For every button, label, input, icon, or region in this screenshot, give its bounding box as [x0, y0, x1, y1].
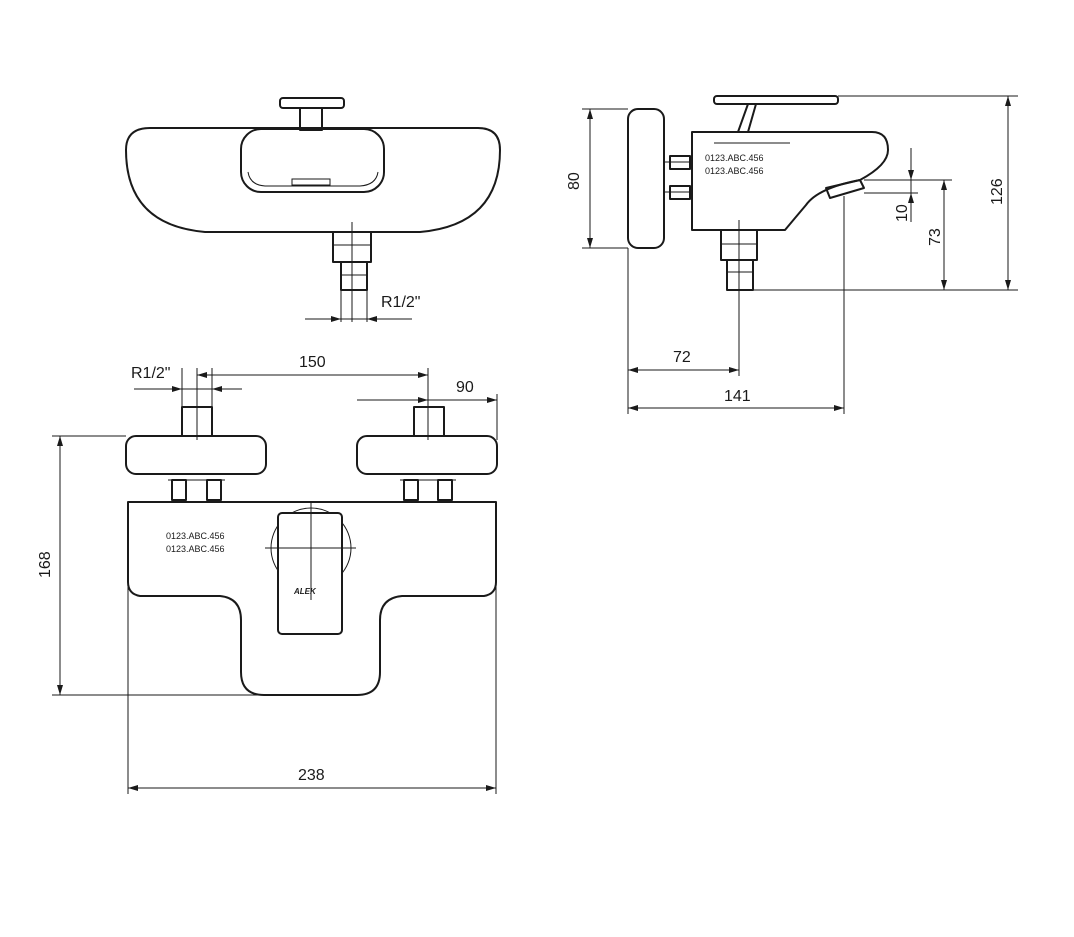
- front-view-lever: [277, 512, 343, 635]
- top-view-recess-inner: [247, 171, 379, 187]
- front-view-brand-mark: ALEK: [293, 587, 317, 596]
- side-view-dim-height: 80: [566, 172, 583, 190]
- side-view: 0123.ABC.456 0123.ABC.456 80 126 73 10: [566, 95, 1018, 414]
- top-view-connector-pipe: [340, 261, 368, 291]
- side-view-code-2: 0123.ABC.456: [705, 166, 764, 176]
- front-view-dim-centers: 150: [299, 354, 326, 371]
- front-view-escutcheon-left: [125, 435, 267, 475]
- side-view-dim-depth: 141: [724, 388, 751, 405]
- top-view-body: [125, 127, 501, 233]
- side-view-dim-total-height: 126: [989, 178, 1006, 205]
- front-view-body: [127, 501, 497, 696]
- front-view-dim-height: 168: [37, 551, 54, 578]
- front-view-stub-left-b: [206, 479, 222, 501]
- side-view-connector-pipe: [726, 259, 754, 291]
- front-view-code-1: 0123.ABC.456: [166, 531, 225, 541]
- top-view-knob-cap: [279, 97, 345, 109]
- top-view: R1/2": [125, 97, 501, 322]
- front-view-thread-label: R1/2": [131, 365, 170, 382]
- top-view-recess-slot: [291, 178, 331, 186]
- front-view-stub-left-a: [171, 479, 187, 501]
- top-view-knob-stem: [299, 107, 323, 131]
- side-view-spout: [825, 179, 865, 199]
- side-view-lever-stem: [737, 103, 757, 133]
- front-view-pipe-right: [413, 406, 445, 437]
- side-view-dim-spout-height: 73: [927, 228, 944, 246]
- top-view-lever-recess: [240, 128, 385, 193]
- front-view-dim-width: 238: [298, 767, 325, 784]
- side-view-escutcheon: [627, 108, 665, 249]
- side-view-dim-spout-gap: 10: [894, 204, 911, 222]
- side-view-code-1: 0123.ABC.456: [705, 153, 764, 163]
- front-view-stub-right-b: [437, 479, 453, 501]
- front-view: ALEK 0123.ABC.456 0123.ABC.456 R1/2" 150…: [37, 354, 498, 794]
- front-view-stub-right-a: [403, 479, 419, 501]
- front-view-code-2: 0123.ABC.456: [166, 544, 225, 554]
- side-view-lever-plate: [713, 95, 839, 105]
- top-view-thread-label: R1/2": [381, 294, 420, 311]
- front-view-dim-escutcheon: 90: [456, 379, 474, 396]
- front-view-escutcheon-right: [356, 435, 498, 475]
- side-view-dim-inlet-offset: 72: [673, 349, 691, 366]
